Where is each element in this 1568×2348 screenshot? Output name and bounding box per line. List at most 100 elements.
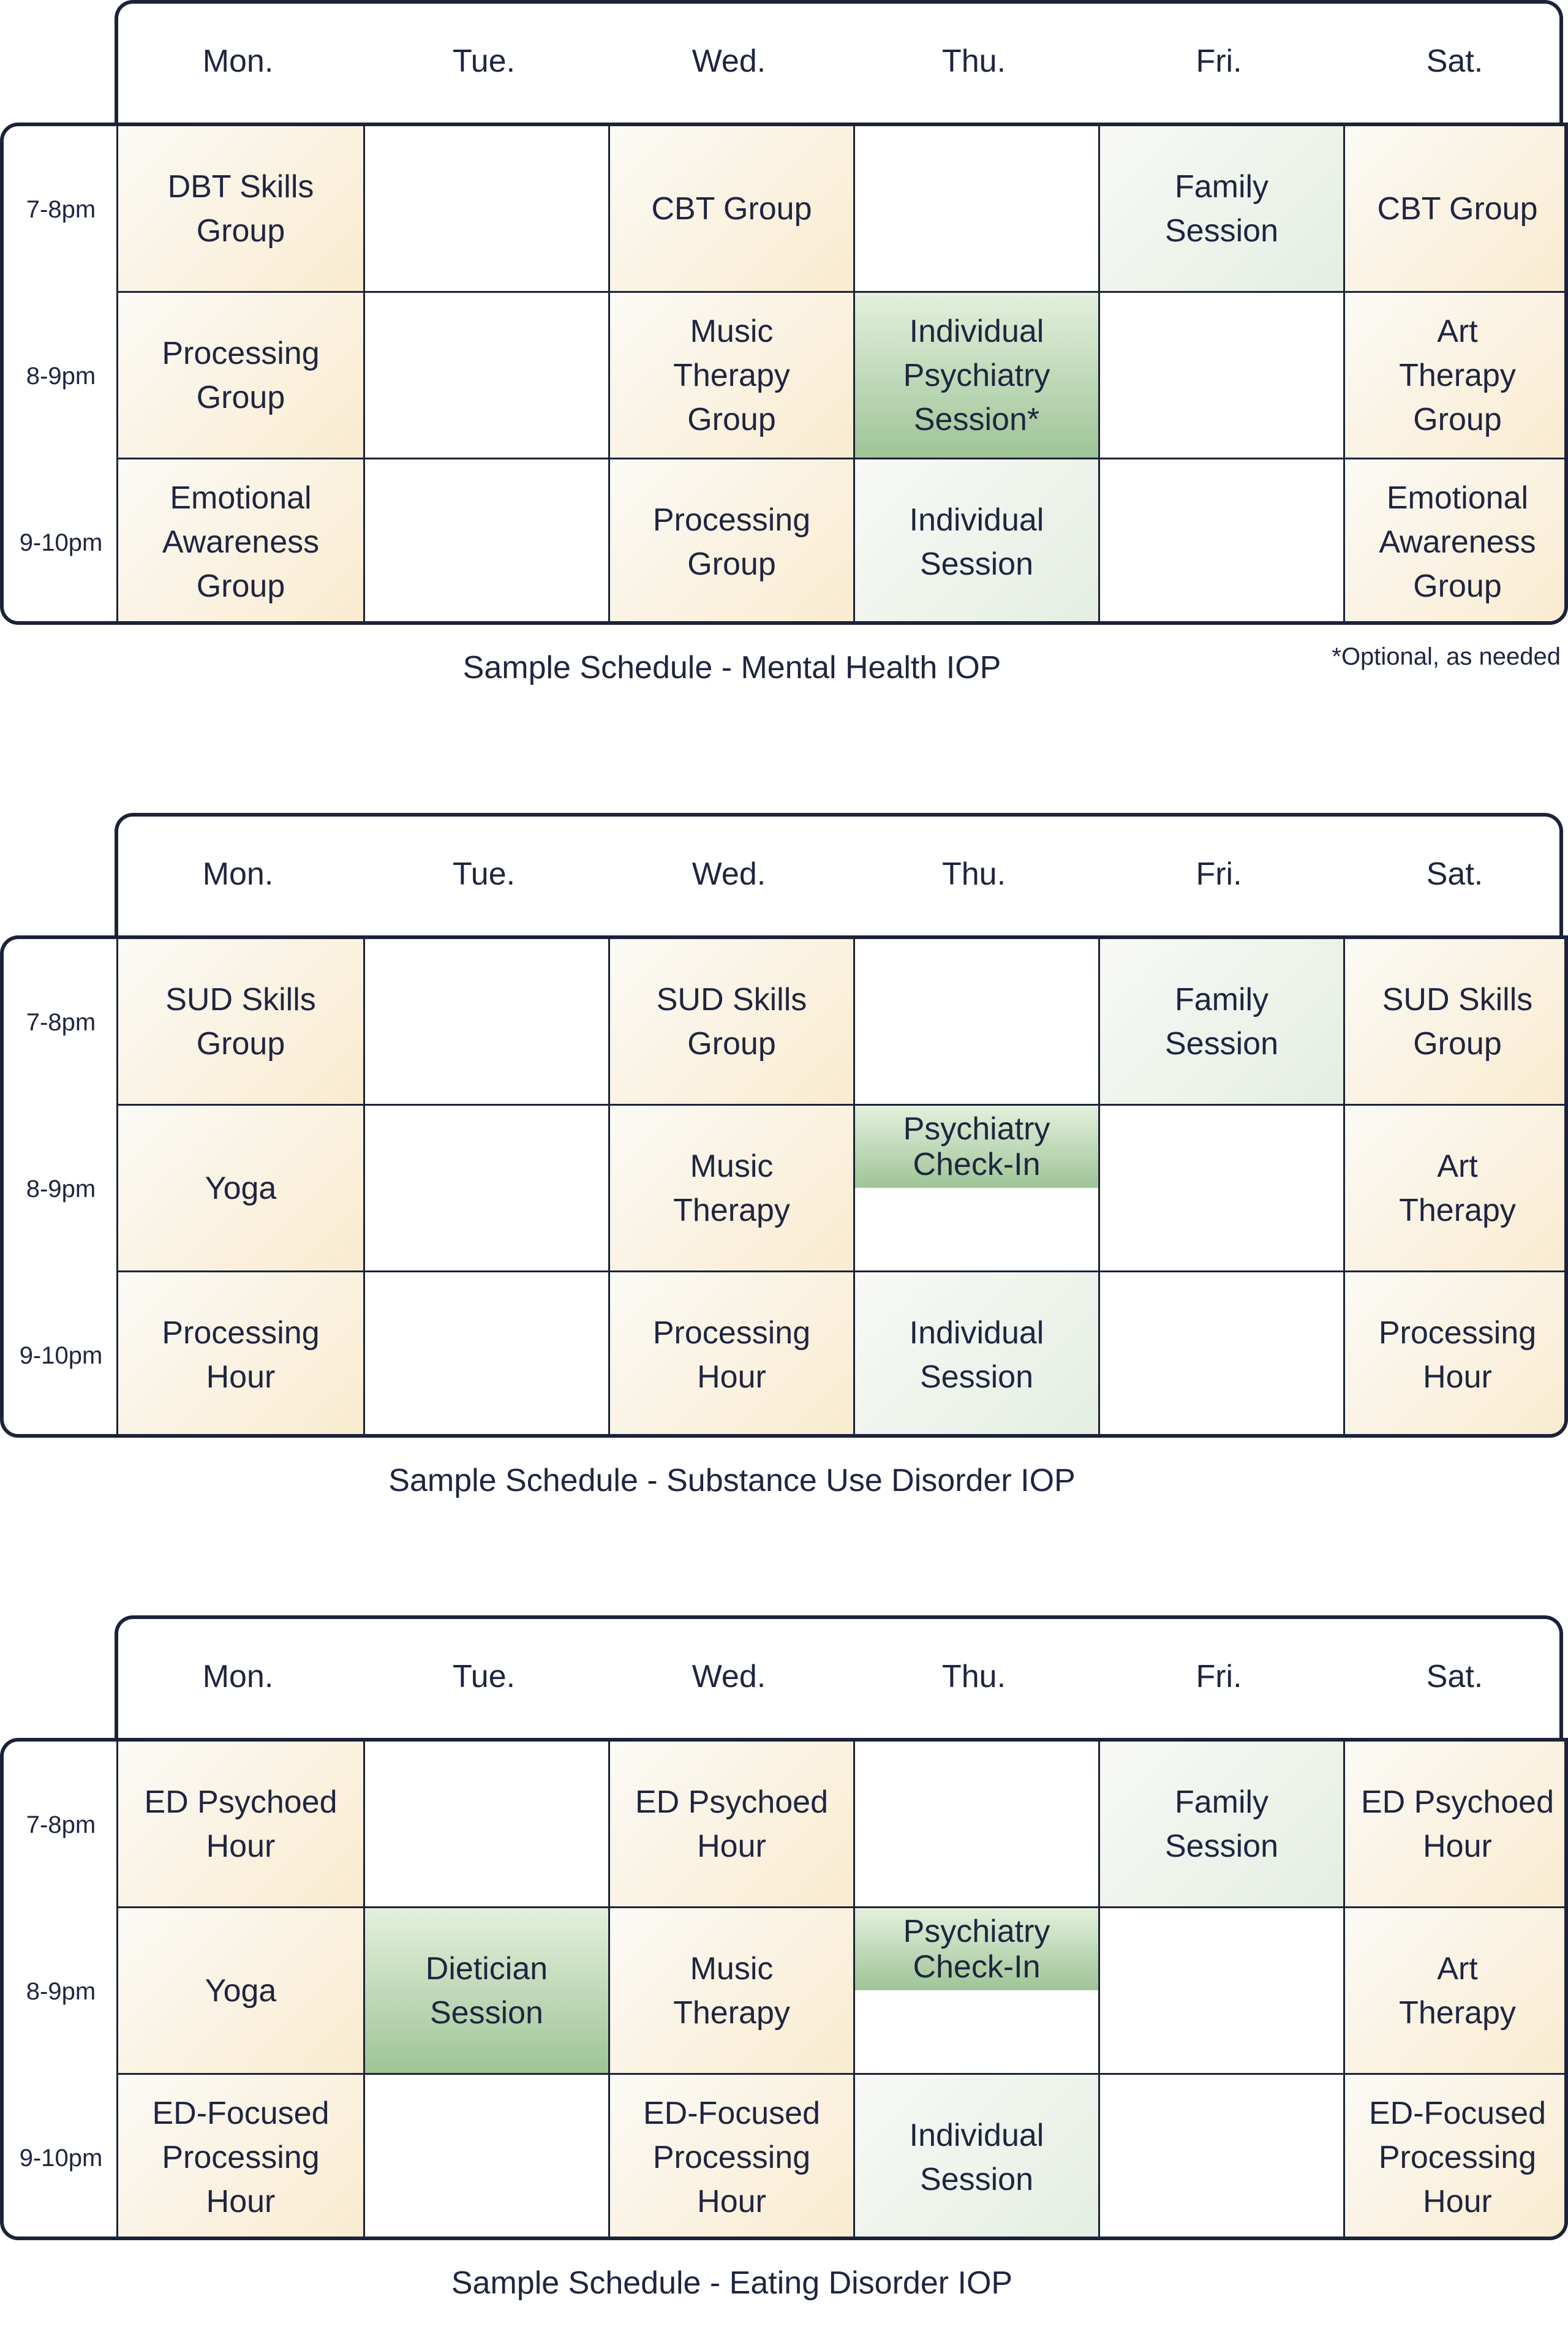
day-header: Sat. [1426,1659,1483,1694]
session-label: Emotional Awareness Group [162,480,320,604]
session-cell [1098,291,1345,459]
session-cell: ED-Focused Processing Hour [608,2073,855,2237]
session-cell: ED-Focused Processing Hour [1343,2073,1564,2237]
session-label: ED Psychoed Hour [144,1784,337,1864]
session-label: ED Psychoed Hour [635,1784,829,1864]
session-cell: Music Therapy [608,1906,855,2075]
session-cell [363,1104,610,1272]
session-label: SUD Skills Group [656,981,807,1062]
day-header: Mon. [202,856,274,892]
session-label: Emotional Awareness Group [1379,480,1536,604]
session-cell: Processing Hour [116,1270,365,1434]
session-label: Processing Hour [162,1315,320,1395]
session-cell: SUD Skills Group [1343,939,1564,1106]
session-label: Dietician Session [425,1950,548,2031]
session-label: CBT Group [651,191,812,227]
session-cell [363,939,610,1106]
session-cell [363,1742,610,1908]
day-header: Tue. [452,43,516,79]
session-cell: Music Therapy Group [608,291,855,459]
footnote: *Optional, as needed [1332,643,1561,670]
session-label: Processing Group [162,335,320,415]
session-cell: Individual Session [853,458,1100,621]
session-cell: ED Psychoed Hour [1343,1742,1564,1908]
session-cell [1098,1270,1345,1434]
session-cell [1098,458,1345,621]
session-cell: Family Session [1098,1742,1345,1908]
schedule-header [115,1615,1563,1738]
session-cell [363,126,610,293]
day-header: Fri. [1196,43,1242,79]
session-label: Family Session [1165,1784,1278,1864]
schedule-caption: Sample Schedule - Eating Disorder IOP [451,2265,1013,2301]
session-cell [853,939,1100,1106]
session-cell: Individual Psychiatry Session* [853,291,1100,459]
session-cell: DBT Skills Group [116,126,365,293]
time-label: 9-10pm [19,1342,103,1369]
session-cell: ED-Focused Processing Hour [116,2073,365,2237]
session-cell [363,1270,610,1434]
session-cell: CBT Group [1343,126,1564,293]
session-label: Psychiatry Check-In [855,1106,1098,1188]
session-label: Individual Psychiatry Session* [903,313,1050,437]
session-label: Art Therapy [1399,1950,1516,2031]
schedule-header [115,813,1563,935]
day-header: Sat. [1426,43,1483,79]
session-label: ED-Focused Processing Hour [643,2095,820,2219]
session-cell: SUD Skills Group [116,939,365,1106]
session-cell [363,291,610,459]
session-cell: CBT Group [608,126,855,293]
session-cell [363,458,610,621]
session-cell: Psychiatry Check-In [853,1906,1100,2075]
session-cell: Processing Hour [1343,1270,1564,1434]
session-label: Psychiatry Check-In [855,1908,1098,1990]
session-cell: Psychiatry Check-In [853,1104,1100,1272]
session-label: Family Session [1165,168,1278,249]
session-label: DBT Skills Group [167,168,314,249]
day-header: Sat. [1426,856,1483,892]
session-label: Music Therapy Group [673,313,790,437]
day-header: Wed. [692,1659,766,1694]
session-cell: Dietician Session [363,1906,610,2075]
session-cell [853,1742,1100,1908]
time-label: 8-9pm [26,1175,96,1202]
time-label: 7-8pm [26,1811,96,1838]
session-cell [853,126,1100,293]
session-cell [363,2073,610,2237]
session-label: Individual Session [909,2117,1044,2197]
session-cell: Processing Group [116,291,365,459]
session-cell [1098,1906,1345,2075]
session-cell: Processing Group [608,458,855,621]
session-label: Processing Hour [652,1315,811,1395]
session-cell: Individual Session [853,2073,1100,2237]
session-cell: Emotional Awareness Group [1343,458,1564,621]
session-label: Individual Session [909,1315,1044,1395]
day-header: Fri. [1196,1659,1242,1694]
day-header: Fri. [1196,856,1242,892]
time-label: 8-9pm [26,362,96,390]
session-label: Processing Hour [1378,1315,1537,1395]
session-label: ED-Focused Processing Hour [152,2095,330,2219]
session-label: SUD Skills Group [1382,981,1533,1062]
session-label: Family Session [1165,981,1278,1062]
session-cell [1098,1104,1345,1272]
session-cell: Individual Session [853,1270,1100,1434]
time-label: 7-8pm [26,195,96,223]
time-label: 9-10pm [19,2144,103,2172]
day-header: Tue. [452,1659,516,1694]
session-label: Processing Group [652,502,811,582]
session-label: Yoga [205,1972,277,2009]
session-label: ED Psychoed Hour [1360,1784,1555,1864]
session-label: Art Therapy [1399,1148,1516,1228]
time-label: 9-10pm [19,529,103,556]
session-label: CBT Group [1377,191,1538,227]
day-header: Thu. [941,1659,1006,1694]
session-cell: ED Psychoed Hour [608,1742,855,1908]
schedule-caption: Sample Schedule - Mental Health IOP [462,650,1001,685]
day-header: Mon. [202,43,274,79]
session-cell: SUD Skills Group [608,939,855,1106]
day-header: Tue. [452,856,516,892]
